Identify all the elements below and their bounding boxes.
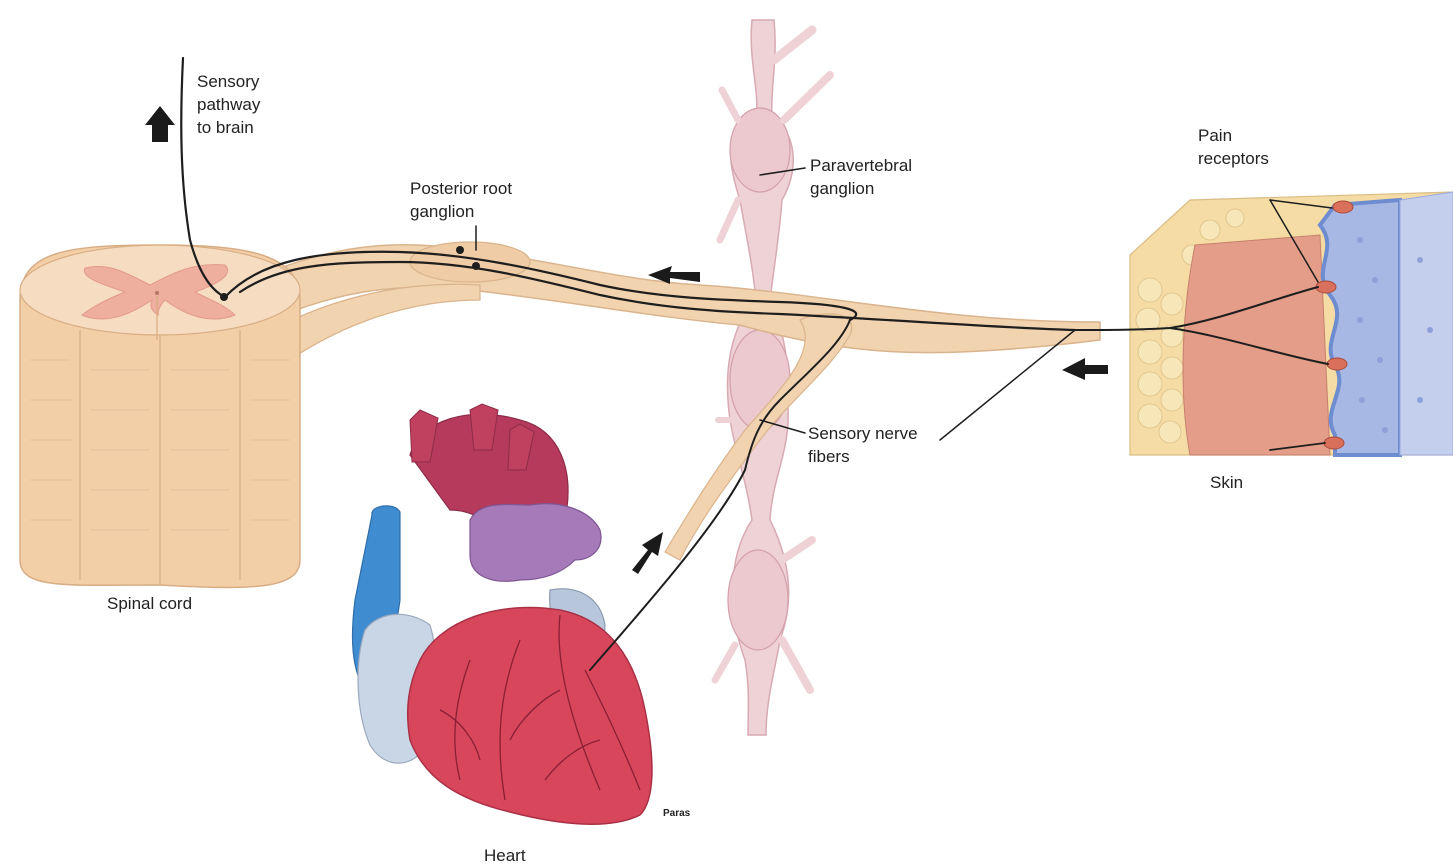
label-paravertebral-ganglion: Paravertebral ganglion	[810, 154, 912, 200]
label-line: Sensory	[197, 70, 260, 93]
watermark-text: Paras	[663, 808, 690, 820]
arrow-left-icon	[1062, 358, 1108, 380]
label-sensory-nerve-fibers: Sensory nerve fibers	[808, 422, 918, 468]
label-pain-receptors: Pain receptors	[1198, 124, 1269, 170]
label-line: Pain	[1198, 124, 1269, 147]
spinal-cord	[20, 245, 300, 587]
label-spinal-cord: Spinal cord	[107, 592, 192, 615]
label-line: ganglion	[810, 177, 912, 200]
label-heart: Heart	[484, 844, 526, 867]
pain-receptor	[1324, 437, 1344, 449]
label-sensory-pathway: Sensory pathway to brain	[197, 70, 260, 139]
label-line: Paravertebral	[810, 154, 912, 177]
spinal-nerve-trunk	[230, 242, 1100, 560]
label-line: fibers	[808, 445, 918, 468]
label-line: pathway	[197, 93, 260, 116]
label-line: Posterior root	[410, 177, 512, 200]
label-line: to brain	[197, 116, 260, 139]
pain-receptor	[1327, 358, 1347, 370]
pulmonary-trunk	[470, 504, 601, 582]
heart	[352, 404, 651, 824]
arrow-up-icon	[145, 106, 175, 142]
label-line: Sensory nerve	[808, 422, 918, 445]
pain-receptor	[1333, 201, 1353, 213]
paravertebral-ganglion-lower	[728, 550, 788, 650]
label-line: receptors	[1198, 147, 1269, 170]
arrow-upright-icon	[632, 532, 663, 574]
label-posterior-root-ganglion: Posterior root ganglion	[410, 177, 512, 223]
label-skin: Skin	[1210, 471, 1243, 494]
label-line: ganglion	[410, 200, 512, 223]
skin-block	[1130, 192, 1453, 455]
